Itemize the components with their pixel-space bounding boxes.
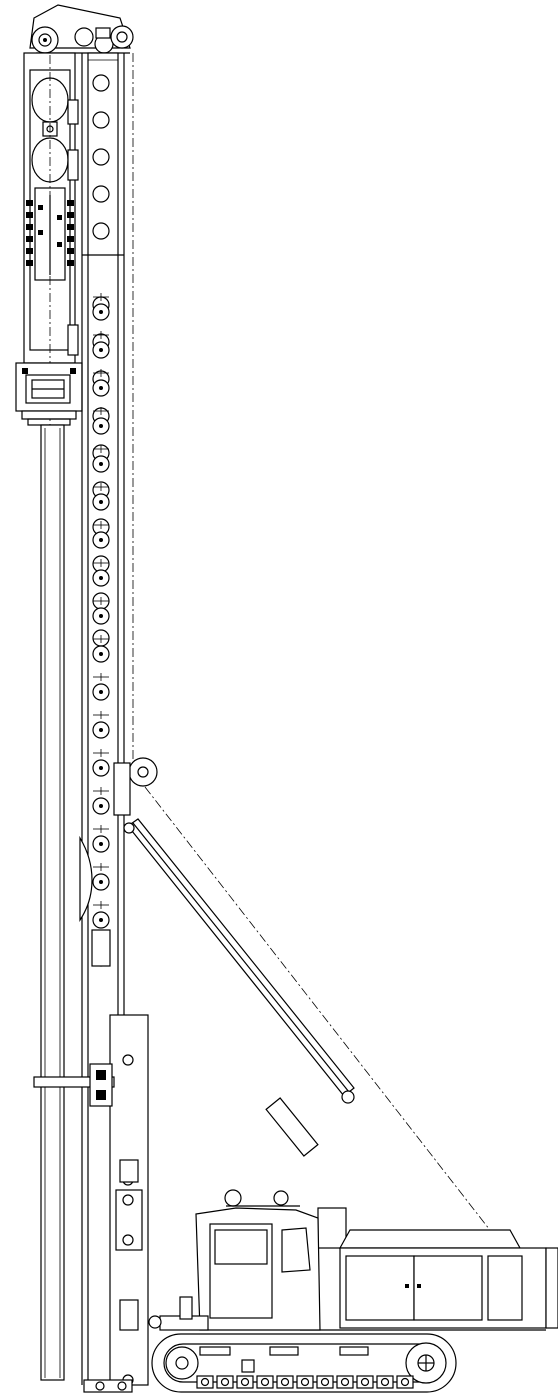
pile <box>40 424 65 1381</box>
guide-marker <box>92 635 110 663</box>
track-roller <box>376 1375 394 1389</box>
guide-marker <box>92 369 110 397</box>
mast-hole <box>92 222 110 240</box>
mast-hole <box>92 111 110 129</box>
guide-marker <box>92 749 110 777</box>
guide-marker <box>92 863 110 891</box>
track-roller <box>256 1375 274 1389</box>
track-roller <box>396 1375 414 1389</box>
guide-marker <box>92 673 110 701</box>
track-roller <box>296 1375 314 1389</box>
hammer-drive-head <box>15 362 83 426</box>
guide-marker <box>92 483 110 511</box>
guide-marker <box>92 445 110 473</box>
guide-marker <box>92 521 110 549</box>
track-roller <box>196 1375 214 1389</box>
mast-head <box>29 4 134 54</box>
mast-hole <box>92 148 110 166</box>
backstay-cylinder <box>113 757 501 1244</box>
guide-marker <box>92 825 110 853</box>
mast-hole <box>92 185 110 203</box>
track-roller <box>216 1375 234 1389</box>
track-roller <box>356 1375 374 1389</box>
guide-marker <box>92 293 110 321</box>
operator-cab <box>148 1189 321 1331</box>
track-roller <box>276 1375 294 1389</box>
track-roller-row <box>196 1375 414 1389</box>
mast-lower-equipment <box>33 835 149 1393</box>
hammer-body <box>23 52 79 440</box>
track-roller <box>236 1375 254 1389</box>
guide-marker <box>92 597 110 625</box>
guide-marker <box>92 559 110 587</box>
guide-marker <box>92 711 110 739</box>
guide-marker <box>92 901 110 929</box>
upper-structure <box>300 1207 558 1331</box>
track-roller <box>336 1375 354 1389</box>
guide-marker <box>92 787 110 815</box>
guide-marker <box>92 407 110 435</box>
track-roller <box>316 1375 334 1389</box>
guide-marker <box>92 331 110 359</box>
mast-hole <box>92 74 110 92</box>
